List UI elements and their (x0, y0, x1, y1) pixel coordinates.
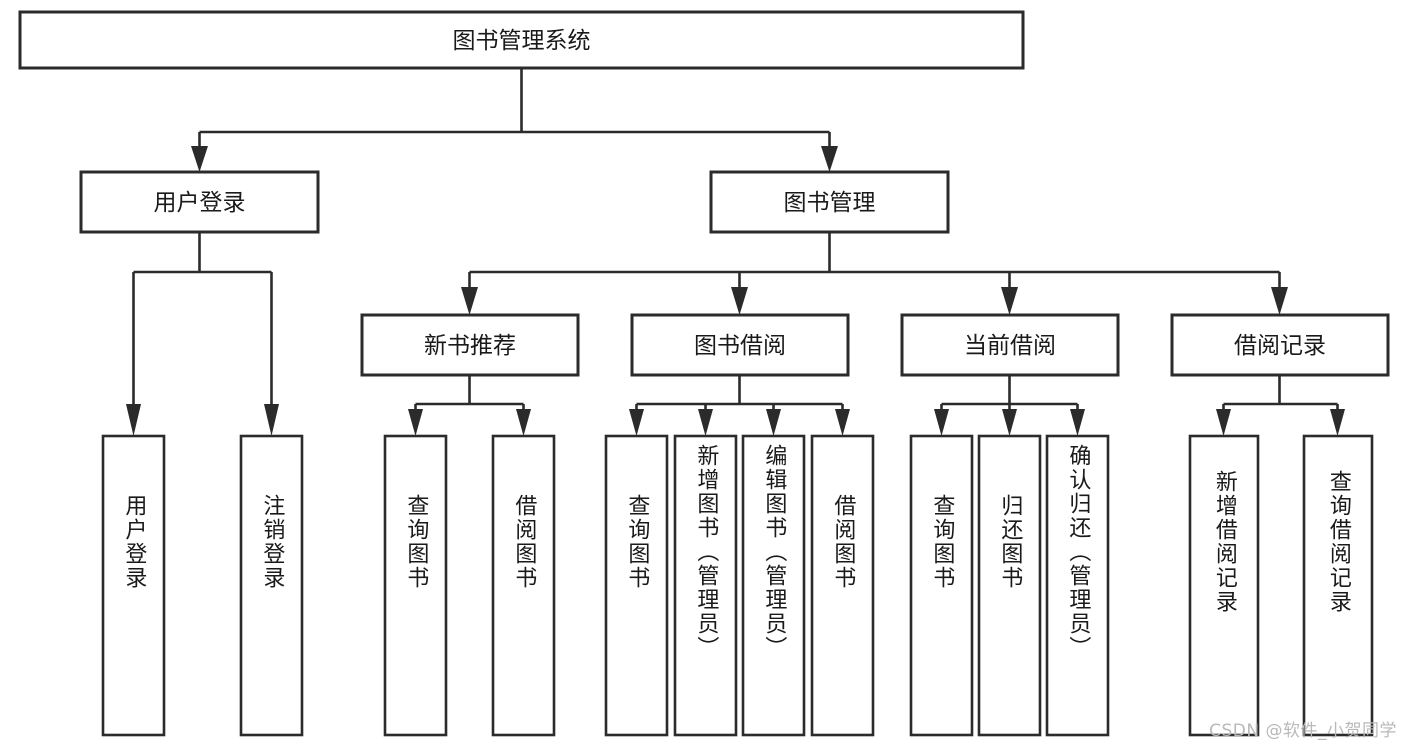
leaf-box-edit-book[interactable] (741, 434, 806, 737)
arrowhead-record-leaf1 (1216, 409, 1231, 436)
arrowhead-to-record (1271, 287, 1288, 315)
node-borrow-record-label: 借阅记录 (1234, 333, 1326, 359)
node-user-login-label: 用户登录 (154, 190, 246, 216)
leaf-box-confirm-return[interactable] (1045, 434, 1110, 737)
node-new-book-recommend-label: 新书推荐 (424, 333, 516, 359)
arrowhead-borrow-leaf3 (766, 409, 781, 436)
arrowhead-to-login (191, 146, 208, 172)
node-root[interactable]: 图书管理系统 (18, 10, 1025, 70)
node-book-borrow-label: 图书借阅 (694, 333, 786, 359)
arrowhead-current-leaf2 (1002, 409, 1017, 436)
node-borrow-record[interactable]: 借阅记录 (1170, 313, 1390, 377)
arrowhead-newbook-leaf1 (408, 409, 423, 436)
arrowhead-borrow-leaf2 (698, 409, 713, 436)
node-borrow-record-box[interactable] (1170, 313, 1390, 377)
leaf-box-query-book-3[interactable] (909, 434, 974, 737)
node-user-login-box[interactable] (79, 170, 320, 234)
leaf-box-logout[interactable] (239, 434, 304, 737)
node-current-borrow[interactable]: 当前借阅 (900, 313, 1120, 377)
csdn-watermark: CSDN @软件_小贺同学 (1209, 721, 1397, 741)
node-book-management[interactable]: 图书管理 (709, 170, 950, 234)
arrowhead-current-leaf3 (1070, 409, 1085, 436)
arrowhead-to-borrow (731, 287, 748, 315)
leaf-box-add-book[interactable] (673, 434, 738, 737)
arrowhead-to-current (1001, 287, 1018, 315)
node-book-management-label: 图书管理 (784, 190, 876, 216)
leaf-box-borrow-book-2[interactable] (810, 434, 875, 737)
arrowhead-borrow-leaf4 (835, 409, 850, 436)
node-current-borrow-label: 当前借阅 (964, 333, 1056, 359)
arrowhead-to-newbook (461, 287, 478, 315)
connector-layer (126, 68, 1345, 436)
node-new-book-recommend[interactable]: 新书推荐 (360, 313, 580, 377)
arrowhead-login-leaf1 (126, 404, 141, 436)
node-book-borrow-box[interactable] (630, 313, 850, 377)
arrowhead-borrow-leaf1 (629, 409, 644, 436)
node-root-label: 图书管理系统 (453, 28, 591, 54)
arrowhead-current-leaf1 (934, 409, 949, 436)
leaf-box-query-book-2[interactable] (604, 434, 669, 737)
leaf-box-return-book[interactable] (977, 434, 1042, 737)
node-current-borrow-box[interactable] (900, 313, 1120, 377)
arrowhead-login-leaf2 (264, 404, 279, 436)
arrowhead-record-leaf2 (1330, 409, 1345, 436)
arrowhead-to-bookmgmt (821, 146, 838, 172)
leaf-box-user-login[interactable] (101, 434, 166, 737)
node-book-management-box[interactable] (709, 170, 950, 234)
leaf-box-query-record[interactable] (1302, 434, 1374, 737)
node-user-login[interactable]: 用户登录 (79, 170, 320, 234)
leaf-box-add-record[interactable] (1188, 434, 1260, 737)
leaf-box-query-book-1[interactable] (383, 434, 448, 737)
node-new-book-recommend-box[interactable] (360, 313, 580, 377)
arrowhead-newbook-leaf2 (516, 409, 531, 436)
node-book-borrow[interactable]: 图书借阅 (630, 313, 850, 377)
leaf-box-borrow-book-1[interactable] (491, 434, 556, 737)
leaf-box-layer (101, 434, 1374, 737)
node-root-box[interactable] (18, 10, 1025, 70)
